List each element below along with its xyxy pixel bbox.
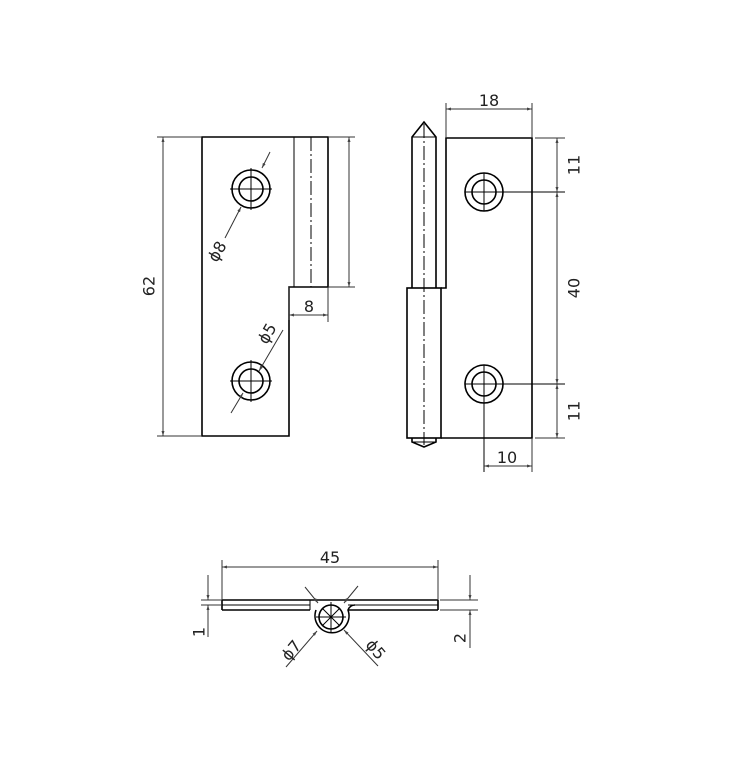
lower-countersunk-hole [230,360,272,402]
dim-text-11-bottom: 11 [565,401,584,421]
dim-text-10: 10 [497,448,517,467]
dim-text-8: 8 [304,297,314,316]
dim-text-1: 1 [190,627,209,637]
dim-text-phi5-bottom: ϕ5 [362,635,390,663]
upper-countersunk-hole [230,168,272,210]
dim-text-62: 62 [140,276,159,296]
bottom-view: 45 1 2 ϕ7 ϕ5 [190,548,478,668]
side-lower-hole [464,364,565,472]
dimension-thickness-2: 2 [440,575,478,648]
dimension-height-62: 62 [140,136,202,437]
front-plate-outline [201,136,329,437]
pin-upper [411,120,437,288]
dim-text-phi5: ϕ5 [254,320,281,347]
dimension-plate-width-18: 18 [445,91,533,138]
front-view: 62 8 ϕ8 ϕ5 [140,136,355,437]
dimension-knuckle-width-8: 8 [288,287,329,322]
dim-text-18: 18 [479,91,499,110]
dimension-overall-45: 45 [221,548,439,600]
dimension-pin-dia-5: ϕ5 [343,585,390,667]
dim-text-11-top: 11 [565,155,584,175]
dim-text-40: 40 [565,278,584,298]
dim-text-phi7: ϕ7 [277,636,305,664]
dim-text-phi8: ϕ8 [204,238,231,265]
side-plate-outline [441,137,533,439]
dim-text-2: 2 [451,633,470,643]
dimension-counterbore-dia: ϕ8 [204,151,271,265]
dim-text-45: 45 [320,548,340,567]
dimension-vertical-chain: 11 40 11 [535,137,584,439]
side-upper-hole [464,172,565,212]
pin-bottom-tip [411,438,437,448]
side-view: 18 11 40 11 10 [406,91,584,472]
dimension-knuckle-dia-7: ϕ7 [277,586,319,668]
dimension-thickness-1: 1 [190,575,222,637]
dimension-hole-edge-10: 10 [484,438,533,472]
dimension-knuckle-height [328,136,355,288]
